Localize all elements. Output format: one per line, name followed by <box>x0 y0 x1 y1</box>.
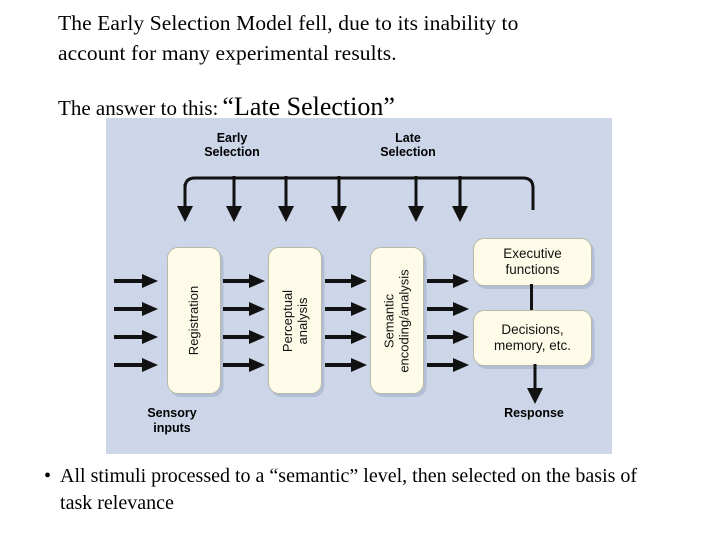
stream-arrow <box>114 357 160 373</box>
section-label-early-selection: Early Selection <box>204 131 260 159</box>
process-box-label: Perceptual analysis <box>280 289 310 352</box>
attention-arrow-6 <box>451 176 468 224</box>
stream-arrow <box>325 357 369 373</box>
heading-line-1: The Early Selection Model fell, due to i… <box>58 11 519 35</box>
response-arrow <box>526 364 544 406</box>
stream-arrow <box>325 301 369 317</box>
output-box-executive-functions: Executive functions <box>473 238 592 286</box>
stream-arrow <box>427 357 471 373</box>
attention-arrow-3 <box>277 176 294 224</box>
stream-arrow <box>427 329 471 345</box>
bottom-label-response: Response <box>504 406 564 420</box>
attention-arrow-5 <box>407 176 424 224</box>
output-box-decisions-memory: Decisions, memory, etc. <box>473 310 592 366</box>
late-selection-diagram: Early Selection Late Selection <box>106 118 612 454</box>
stream-arrow <box>114 273 160 289</box>
output-box-label: Decisions, memory, etc. <box>493 322 571 353</box>
slide-subheading: The answer to this: “Late Selection” <box>58 92 395 122</box>
stream-arrow <box>325 329 369 345</box>
process-box-label: Semantic encoding/analysis <box>382 268 413 373</box>
subheading-lead: The answer to this: <box>58 96 219 120</box>
attention-arrow-4 <box>330 176 347 224</box>
stream-arrow <box>325 273 369 289</box>
subheading-quoted: “Late Selection” <box>222 92 395 121</box>
output-box-label: Executive functions <box>503 246 562 277</box>
connector-executive-to-decisions <box>530 284 533 310</box>
bullet-marker-icon: • <box>44 465 52 487</box>
bullet-point: • All stimuli processed to a “semantic” … <box>44 463 674 517</box>
process-box-perceptual-analysis: Perceptual analysis <box>268 247 322 394</box>
stream-arrow <box>427 301 471 317</box>
bullet-text: All stimuli processed to a “semantic” le… <box>60 465 638 514</box>
process-box-registration: Registration <box>167 247 221 394</box>
stream-arrow <box>427 273 471 289</box>
attention-distribution-bar <box>183 174 535 210</box>
stream-arrow <box>223 301 267 317</box>
process-box-label: Registration <box>186 285 202 356</box>
attention-arrow-2 <box>225 176 242 224</box>
stream-arrow <box>223 273 267 289</box>
bottom-label-sensory-inputs: Sensory inputs <box>147 406 197 435</box>
stream-arrow <box>223 357 267 373</box>
heading-line-2: account for many experimental results. <box>58 41 397 65</box>
stream-arrow <box>114 301 160 317</box>
process-box-semantic-encoding-analysis: Semantic encoding/analysis <box>370 247 424 394</box>
stream-arrow <box>223 329 267 345</box>
section-label-late-selection: Late Selection <box>380 131 436 159</box>
attention-arrow-1 <box>176 184 193 224</box>
stream-arrow <box>114 329 160 345</box>
slide-heading: The Early Selection Model fell, due to i… <box>58 8 668 68</box>
